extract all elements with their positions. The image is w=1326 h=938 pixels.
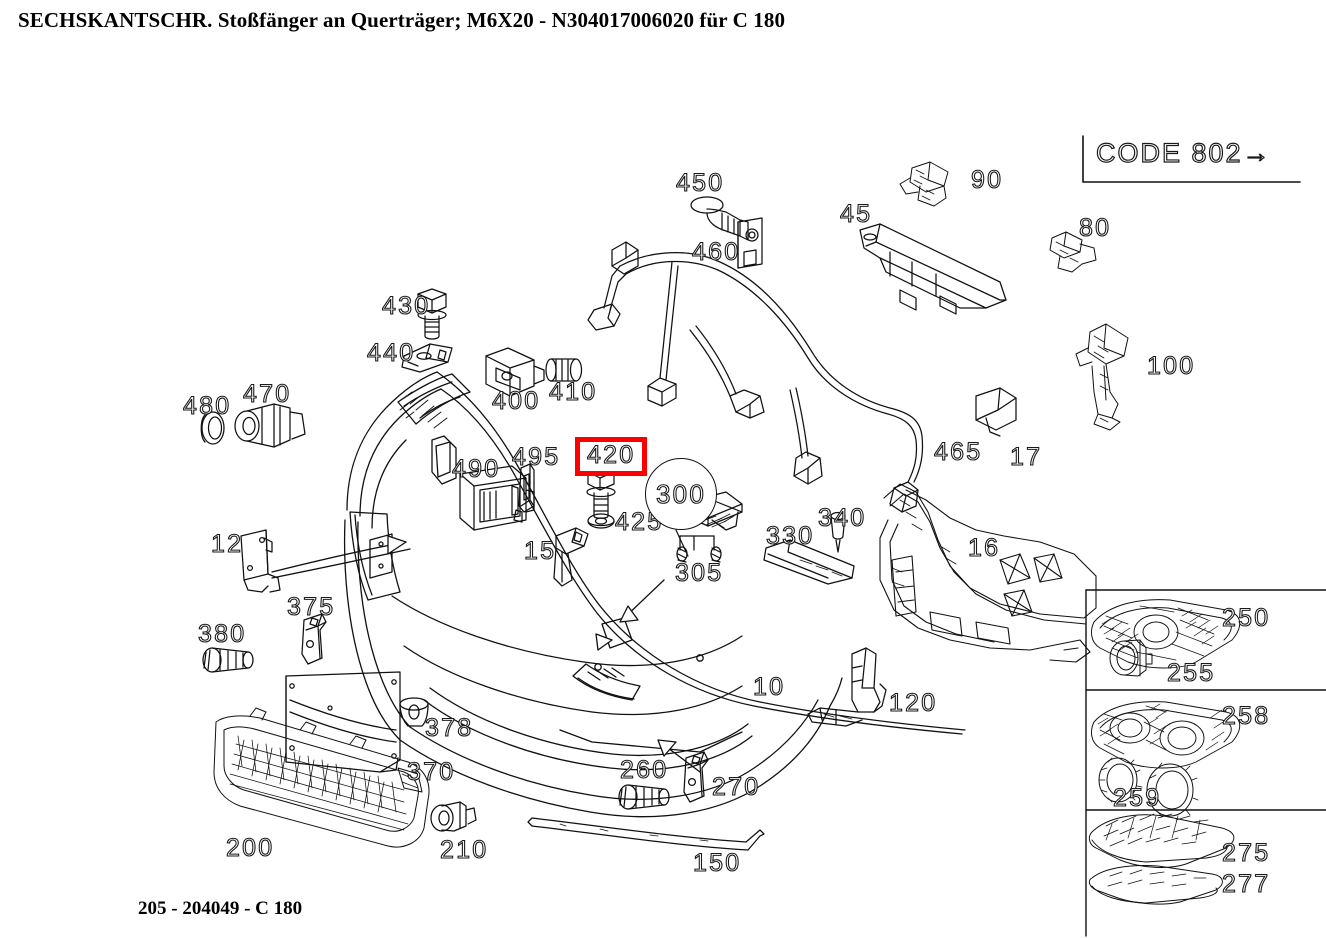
part-100-bracket bbox=[1075, 323, 1129, 431]
callout-250[interactable]: 250 bbox=[1221, 604, 1271, 632]
part-150-trim-strip bbox=[527, 817, 765, 851]
callout-15[interactable]: 15 bbox=[523, 537, 557, 565]
part-370-plate-holder bbox=[285, 671, 401, 773]
callout-460[interactable]: 460 bbox=[691, 238, 741, 266]
part-380-screw bbox=[202, 647, 254, 673]
part-460-bracket bbox=[737, 217, 763, 269]
callout-300-circled[interactable]: 300 bbox=[645, 458, 717, 530]
callout-495[interactable]: 495 bbox=[511, 443, 561, 471]
callout-420-highlighted[interactable]: 420 bbox=[575, 437, 648, 476]
part-470-sensor bbox=[234, 403, 306, 448]
part-490-control-module bbox=[459, 465, 535, 531]
callout-480[interactable]: 480 bbox=[182, 392, 232, 420]
callout-16[interactable]: 16 bbox=[967, 534, 1001, 562]
part-450-push-pin bbox=[690, 196, 749, 241]
callout-450[interactable]: 450 bbox=[675, 169, 725, 197]
callout-490[interactable]: 490 bbox=[451, 455, 501, 483]
callout-120[interactable]: 120 bbox=[888, 689, 938, 717]
code-802-bracket bbox=[1082, 135, 1301, 183]
part-465-wiring-harness bbox=[587, 241, 924, 513]
part-255-cap bbox=[1109, 639, 1153, 677]
callout-277[interactable]: 277 bbox=[1221, 870, 1271, 898]
callout-470[interactable]: 470 bbox=[242, 380, 292, 408]
callout-400[interactable]: 400 bbox=[491, 387, 541, 415]
page-title: SECHSKANTSCHR. Stoßfänger an Querträger;… bbox=[18, 8, 786, 32]
part-258-grille-insert bbox=[1091, 701, 1241, 769]
part-90-bracket bbox=[899, 161, 949, 207]
callout-275[interactable]: 275 bbox=[1221, 839, 1271, 867]
part-495-bracket bbox=[513, 463, 535, 523]
part-275-lower-insert bbox=[1088, 813, 1235, 868]
part-259-rings bbox=[1098, 757, 1199, 818]
part-120-side-bracket bbox=[807, 647, 887, 727]
part-410-bolt bbox=[545, 358, 583, 382]
part-17-bracket bbox=[975, 387, 1017, 437]
part-250-grille-insert bbox=[1091, 599, 1241, 669]
callout-259[interactable]: 259 bbox=[1112, 784, 1162, 812]
part-430-bolt bbox=[417, 288, 447, 340]
callout-150[interactable]: 150 bbox=[692, 849, 742, 877]
callout-258[interactable]: 258 bbox=[1221, 702, 1271, 730]
code-802-label: CODE 802→ bbox=[1095, 137, 1272, 168]
part-277-lower-trim bbox=[1088, 865, 1223, 905]
part-400-holder bbox=[485, 347, 545, 397]
callout-200[interactable]: 200 bbox=[225, 834, 275, 862]
part-440-clip bbox=[401, 343, 453, 373]
part-200-lower-grille bbox=[213, 707, 430, 848]
callout-370[interactable]: 370 bbox=[406, 758, 456, 786]
callout-210[interactable]: 210 bbox=[439, 836, 489, 864]
part-305-clips bbox=[676, 535, 722, 563]
callout-410[interactable]: 410 bbox=[548, 378, 598, 406]
part-378-grommet bbox=[399, 697, 429, 727]
part-330-trim-strip bbox=[763, 539, 855, 585]
callout-270[interactable]: 270 bbox=[711, 773, 761, 801]
callout-440[interactable]: 440 bbox=[366, 339, 416, 367]
callout-80[interactable]: 80 bbox=[1078, 214, 1112, 242]
part-375-bracket bbox=[301, 613, 327, 665]
part-45-crossmember bbox=[859, 223, 1007, 315]
part-15-bracket bbox=[553, 527, 589, 587]
front-bumper-cover-drawing bbox=[343, 371, 966, 818]
callout-465[interactable]: 465 bbox=[933, 438, 983, 466]
leader-arrows bbox=[271, 535, 701, 773]
part-260-screw bbox=[618, 784, 670, 810]
callout-10[interactable]: 10 bbox=[752, 673, 786, 701]
footer-catalog-code: 205 - 204049 - C 180 bbox=[138, 898, 303, 919]
side-panel-frame bbox=[1085, 589, 1326, 937]
callout-305[interactable]: 305 bbox=[674, 559, 724, 587]
callout-100[interactable]: 100 bbox=[1146, 352, 1196, 380]
callout-260[interactable]: 260 bbox=[619, 756, 669, 784]
part-425-washer bbox=[587, 513, 615, 529]
callout-380[interactable]: 380 bbox=[197, 620, 247, 648]
callout-255[interactable]: 255 bbox=[1166, 659, 1216, 687]
callout-12[interactable]: 12 bbox=[210, 530, 244, 558]
callout-45[interactable]: 45 bbox=[839, 200, 873, 228]
callout-378[interactable]: 378 bbox=[424, 714, 474, 742]
part-210-sensor bbox=[430, 801, 477, 832]
callout-375[interactable]: 375 bbox=[286, 593, 336, 621]
part-80-clip bbox=[1049, 231, 1097, 273]
callout-330[interactable]: 330 bbox=[765, 522, 815, 550]
callout-340[interactable]: 340 bbox=[817, 504, 867, 532]
callout-90[interactable]: 90 bbox=[970, 166, 1004, 194]
part-480-ring bbox=[200, 411, 225, 445]
callout-430[interactable]: 430 bbox=[381, 292, 431, 320]
part-340-pin bbox=[830, 511, 846, 553]
part-16-radiator-support bbox=[879, 483, 1097, 663]
part-12-plate bbox=[240, 529, 281, 593]
callout-17[interactable]: 17 bbox=[1009, 443, 1043, 471]
part-270-bracket bbox=[683, 751, 709, 803]
